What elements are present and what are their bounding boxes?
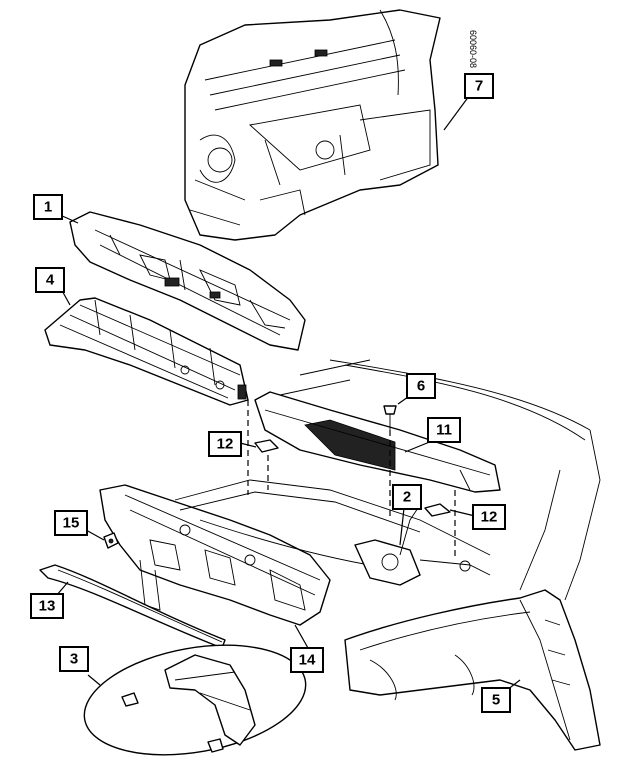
wiper-module-area-illustration xyxy=(174,479,491,586)
callout-13: 13 xyxy=(30,593,64,619)
callout-3: 3 xyxy=(59,646,89,672)
svg-text:15: 15 xyxy=(63,515,80,532)
part-6-screw xyxy=(383,405,397,430)
callout-14: 14 xyxy=(290,647,324,673)
svg-text:14: 14 xyxy=(299,652,316,669)
callout-2: 2 xyxy=(392,484,422,510)
part-3-detail-illustration xyxy=(83,644,307,756)
part-1-dash-silencer-illustration xyxy=(69,211,306,351)
callout-5: 5 xyxy=(481,687,511,713)
callout-1: 1 xyxy=(33,194,63,220)
svg-text:4: 4 xyxy=(46,272,55,289)
callout-12-right: 12 xyxy=(472,504,506,530)
part-12-grommet-left xyxy=(254,439,279,453)
svg-text:7: 7 xyxy=(475,78,483,95)
alignment-lines xyxy=(247,400,456,560)
svg-text:1: 1 xyxy=(44,199,52,216)
windshield-outline xyxy=(279,359,601,601)
part-15-clip xyxy=(103,532,119,549)
part-12-grommet-right xyxy=(424,503,451,517)
svg-text:2: 2 xyxy=(403,489,411,506)
part-5-fender-illustration xyxy=(344,589,601,751)
part-14-cowl-assembly-illustration xyxy=(99,484,331,626)
svg-text:12: 12 xyxy=(217,436,234,453)
svg-text:6: 6 xyxy=(417,378,425,395)
svg-text:11: 11 xyxy=(436,422,452,439)
callout-4: 4 xyxy=(35,267,65,293)
callout-12-left: 12 xyxy=(208,431,242,457)
callout-7: 7 xyxy=(464,73,494,99)
callout-11: 11 xyxy=(427,417,461,443)
part-11-cowl-panel-illustration xyxy=(254,391,501,493)
part-7-dash-panel-illustration xyxy=(184,9,441,241)
part-13-seal-illustration xyxy=(39,564,226,649)
svg-text:12: 12 xyxy=(481,509,498,526)
svg-text:3: 3 xyxy=(70,651,78,668)
svg-text:13: 13 xyxy=(39,598,56,615)
callout-6: 6 xyxy=(406,373,436,399)
document-id: 60060-08 xyxy=(468,30,478,68)
svg-text:5: 5 xyxy=(492,692,500,709)
callout-15: 15 xyxy=(54,510,88,536)
